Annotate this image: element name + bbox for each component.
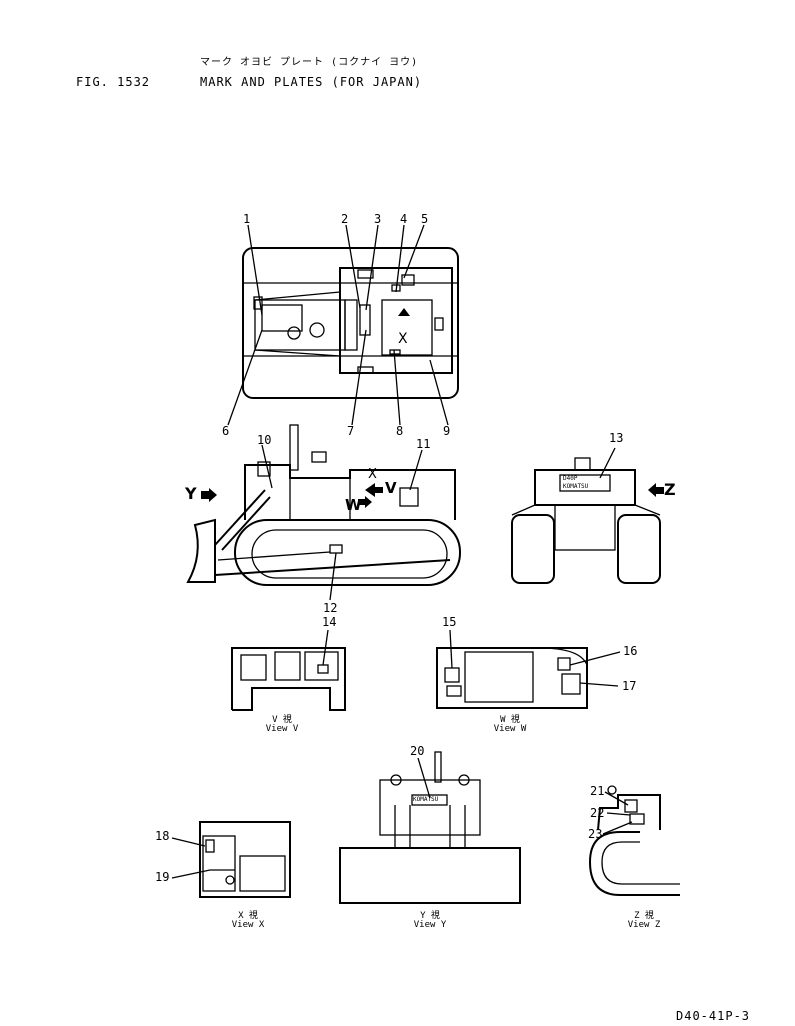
view-y-caption-jp: Y 視 — [420, 911, 440, 921]
callout-9: 9 — [443, 424, 451, 438]
callout-12: 12 — [323, 601, 338, 615]
plate-13-brand: KOMATSU — [563, 483, 589, 490]
side-x-marker: X — [368, 467, 377, 482]
top-view-x-mark: X — [398, 331, 408, 347]
view-z-caption-jp: Z 視 — [634, 911, 654, 921]
view-w-caption: View W — [493, 724, 527, 734]
callout-3: 3 — [374, 212, 382, 226]
callout-6: 6 — [222, 424, 230, 438]
view-w-caption-jp: W 視 — [500, 715, 520, 725]
view-z-marker: Z — [664, 480, 676, 499]
side-v-marker: V — [385, 479, 397, 497]
callout-10: 10 — [257, 433, 272, 447]
side-w-marker: W — [345, 496, 362, 514]
plate-13-model: D40P — [563, 475, 578, 482]
callout-2: 2 — [341, 212, 349, 226]
view-w-drawing — [436, 647, 588, 709]
view-z-caption: View Z — [627, 920, 661, 930]
callout-5: 5 — [421, 212, 429, 226]
view-y-marker: Y — [185, 484, 197, 503]
callout-4: 4 — [400, 212, 408, 226]
callout-14: 14 — [322, 615, 337, 629]
callout-8: 8 — [396, 424, 404, 438]
callout-18: 18 — [155, 829, 170, 843]
callout-1: 1 — [243, 212, 251, 226]
callout-20: 20 — [410, 744, 425, 758]
view-x-caption: View X — [231, 920, 265, 930]
callout-19: 19 — [155, 870, 170, 884]
japanese-title: マーク オヨビ プレート (コクナイ ヨウ) — [200, 57, 419, 68]
callout-15: 15 — [442, 615, 457, 629]
view-y-drawing — [339, 751, 521, 904]
drawing-code: D40-41P-3 — [676, 1009, 751, 1023]
callout-16: 16 — [623, 644, 638, 658]
view-y-caption: View Y — [413, 920, 447, 930]
view-x-drawing — [199, 821, 291, 898]
callout-21: 21 — [590, 784, 605, 798]
callout-23: 23 — [588, 827, 603, 841]
view-z-drawing — [588, 785, 680, 896]
figure-number: FIG. 1532 — [76, 75, 151, 89]
callout-17: 17 — [622, 679, 637, 693]
figure-title: MARK AND PLATES (FOR JAPAN) — [200, 75, 423, 89]
side-view: V W X — [186, 424, 461, 586]
callout-7: 7 — [347, 424, 355, 438]
callout-11: 11 — [416, 437, 431, 451]
callout-22: 22 — [590, 806, 605, 820]
view-v-caption-jp: V 視 — [272, 715, 292, 725]
view-v-drawing — [231, 647, 346, 711]
view-x-caption-jp: X 視 — [238, 911, 258, 921]
top-view: X — [242, 247, 459, 399]
plate-20-brand: KOMATSU — [413, 796, 439, 803]
view-v-caption: View V — [265, 724, 299, 734]
rear-view — [511, 457, 661, 584]
callout-13: 13 — [609, 431, 624, 445]
